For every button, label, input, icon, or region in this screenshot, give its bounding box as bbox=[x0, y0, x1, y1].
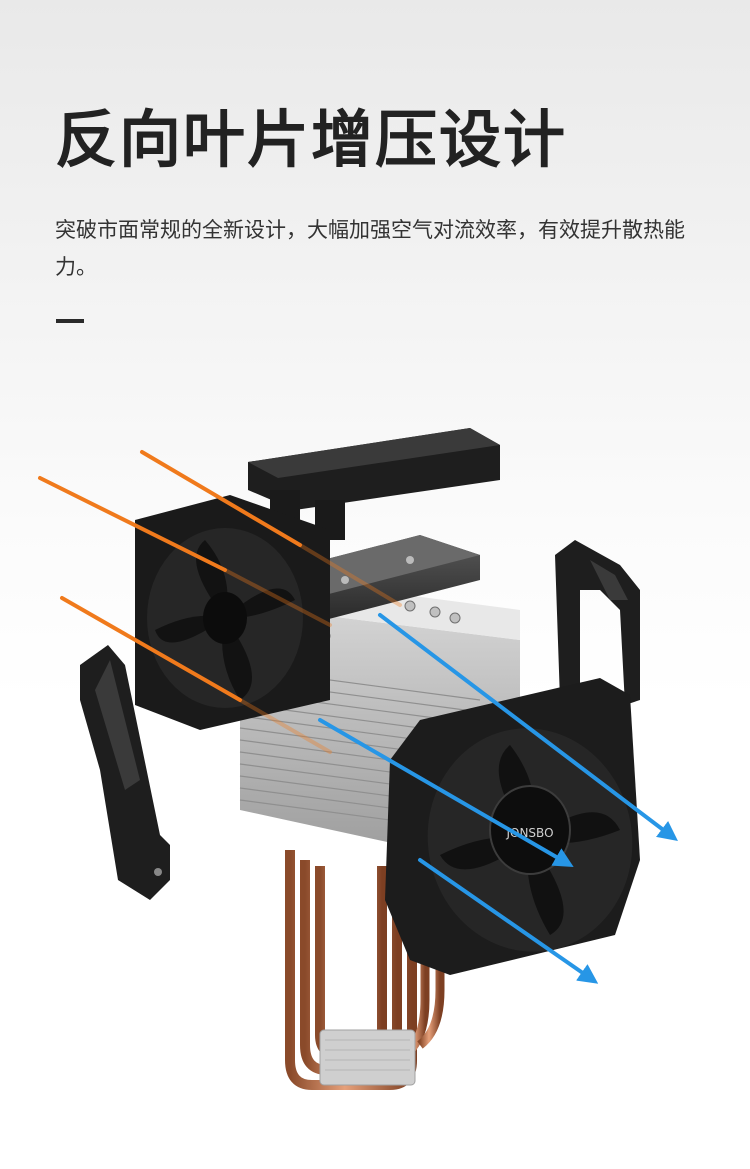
exhaust-airflow-arrows bbox=[318, 613, 678, 984]
intake-airflow-arrows bbox=[38, 450, 302, 702]
rear-fan bbox=[135, 495, 330, 730]
intake-arrow-1 bbox=[140, 450, 302, 547]
feature-description: 突破市面常规的全新设计，大幅加强空气对流效率，有效提升散热能力。 bbox=[55, 218, 685, 279]
exhaust-arrow-3 bbox=[418, 858, 599, 984]
front-fan: JONSBO bbox=[385, 678, 640, 975]
copper-base-plate bbox=[319, 1029, 416, 1086]
exhaust-arrow-2 bbox=[318, 718, 574, 868]
exhaust-arrow-1 bbox=[378, 613, 678, 842]
right-mounting-bracket bbox=[555, 540, 640, 705]
base-fins bbox=[325, 1039, 410, 1071]
intake-arrow-2 bbox=[38, 476, 227, 572]
intake-airflow-through-arrows bbox=[223, 543, 402, 754]
intake-arrow-3 bbox=[60, 596, 242, 702]
left-mounting-bracket bbox=[80, 645, 170, 900]
divider-dash bbox=[56, 319, 84, 323]
page-title: 反向叶片增压设计 bbox=[55, 103, 568, 176]
